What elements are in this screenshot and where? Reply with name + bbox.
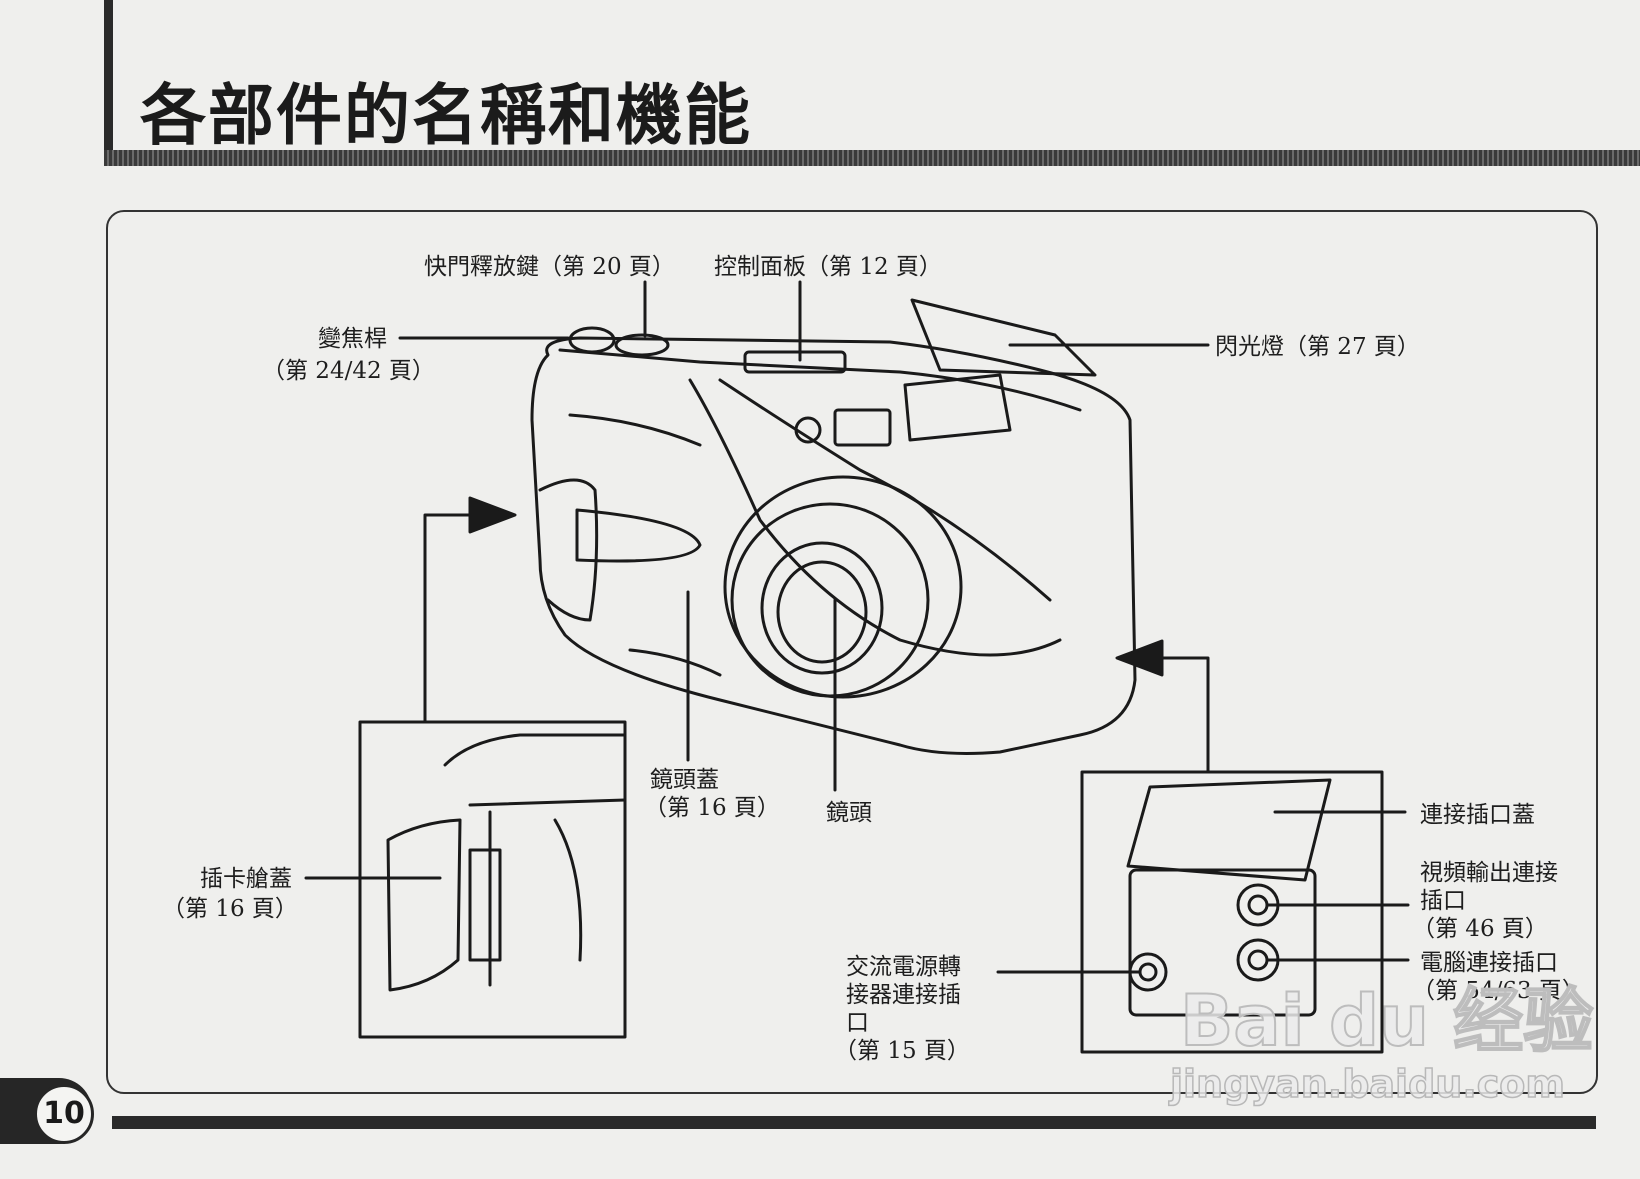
title-vertical-rule <box>104 0 113 166</box>
camera-top-edge <box>558 348 1082 412</box>
label-lens-cover: 鏡頭蓋 <box>650 767 719 793</box>
title-horizontal-rule <box>104 150 1640 166</box>
page-title: 各部件的名稱和機能 <box>140 77 752 154</box>
video-out-port-inner <box>1247 894 1269 916</box>
inset-body <box>443 733 627 987</box>
label-video-out-1: 視頻輸出連接 <box>1420 860 1558 886</box>
grip-strip <box>575 508 702 563</box>
control-panel-window <box>743 350 847 374</box>
label-video-out-2: 插口 <box>1420 888 1466 914</box>
flash-base <box>903 373 1012 442</box>
shutter-button <box>614 333 670 357</box>
inset-connector-frame <box>1080 770 1384 1054</box>
label-connector-cover: 連接插口蓋 <box>1420 802 1535 828</box>
bottom-rule <box>112 1116 1596 1129</box>
flash-unit <box>910 298 1097 377</box>
connector-cover-flap <box>1126 778 1332 882</box>
label-pc-port: 電腦連接插口 <box>1420 950 1558 976</box>
viewfinder-window <box>833 408 892 447</box>
label-zoom-lever-page: （第 24/42 頁） <box>262 358 435 384</box>
camera-body-outline <box>530 336 1137 755</box>
label-lens-cover-page: （第 16 頁） <box>644 795 780 821</box>
af-sensor <box>794 416 822 444</box>
label-ac-page: （第 15 頁） <box>834 1038 970 1064</box>
watermark-url: jingyan.baidu.com <box>1169 1061 1566 1107</box>
label-zoom-lever: 變焦桿 <box>318 326 387 352</box>
label-card-cover-page: （第 16 頁） <box>162 896 298 922</box>
label-card-cover: 插卡艙蓋 <box>200 866 292 892</box>
body-stripe <box>568 413 702 447</box>
card-slot-detail <box>468 848 502 962</box>
label-lens: 鏡頭 <box>826 800 872 826</box>
watermark-logo: Bai du 经验 <box>1179 979 1594 1063</box>
label-pc-port-page: （第 54/63 頁） <box>1412 978 1585 1004</box>
label-shutter: 快門釋放鍵（第 20 頁） <box>424 254 675 280</box>
connector-panel <box>1128 868 1317 1017</box>
label-ac-1: 交流電源轉 <box>846 954 961 980</box>
lens-barrel-mid <box>730 502 930 698</box>
card-door <box>386 818 462 992</box>
front-curve-2 <box>718 378 1052 602</box>
arrow-left-head <box>468 496 517 534</box>
camera-grip <box>538 478 599 622</box>
ac-port-inner <box>1138 962 1158 982</box>
zoom-lever <box>568 326 616 354</box>
label-ac-3: 口 <box>846 1010 869 1036</box>
label-video-out-page: （第 46 頁） <box>1412 916 1548 942</box>
label-control-panel: 控制面板（第 12 頁） <box>714 254 942 280</box>
arrow-left-line <box>423 513 472 724</box>
arrow-right-line <box>1160 656 1210 774</box>
body-stripe-lower <box>628 648 722 677</box>
label-flash: 閃光燈（第 27 頁） <box>1215 334 1420 360</box>
lens-ring <box>760 541 884 675</box>
diagram-frame <box>106 210 1598 1094</box>
lens-glass <box>776 560 868 664</box>
page-number: 10 <box>34 1084 94 1144</box>
front-curve <box>688 378 1062 657</box>
label-ac-2: 接器連接插 <box>846 982 961 1008</box>
arrow-right-head <box>1115 639 1164 677</box>
lens-barrel-outer <box>723 475 963 699</box>
